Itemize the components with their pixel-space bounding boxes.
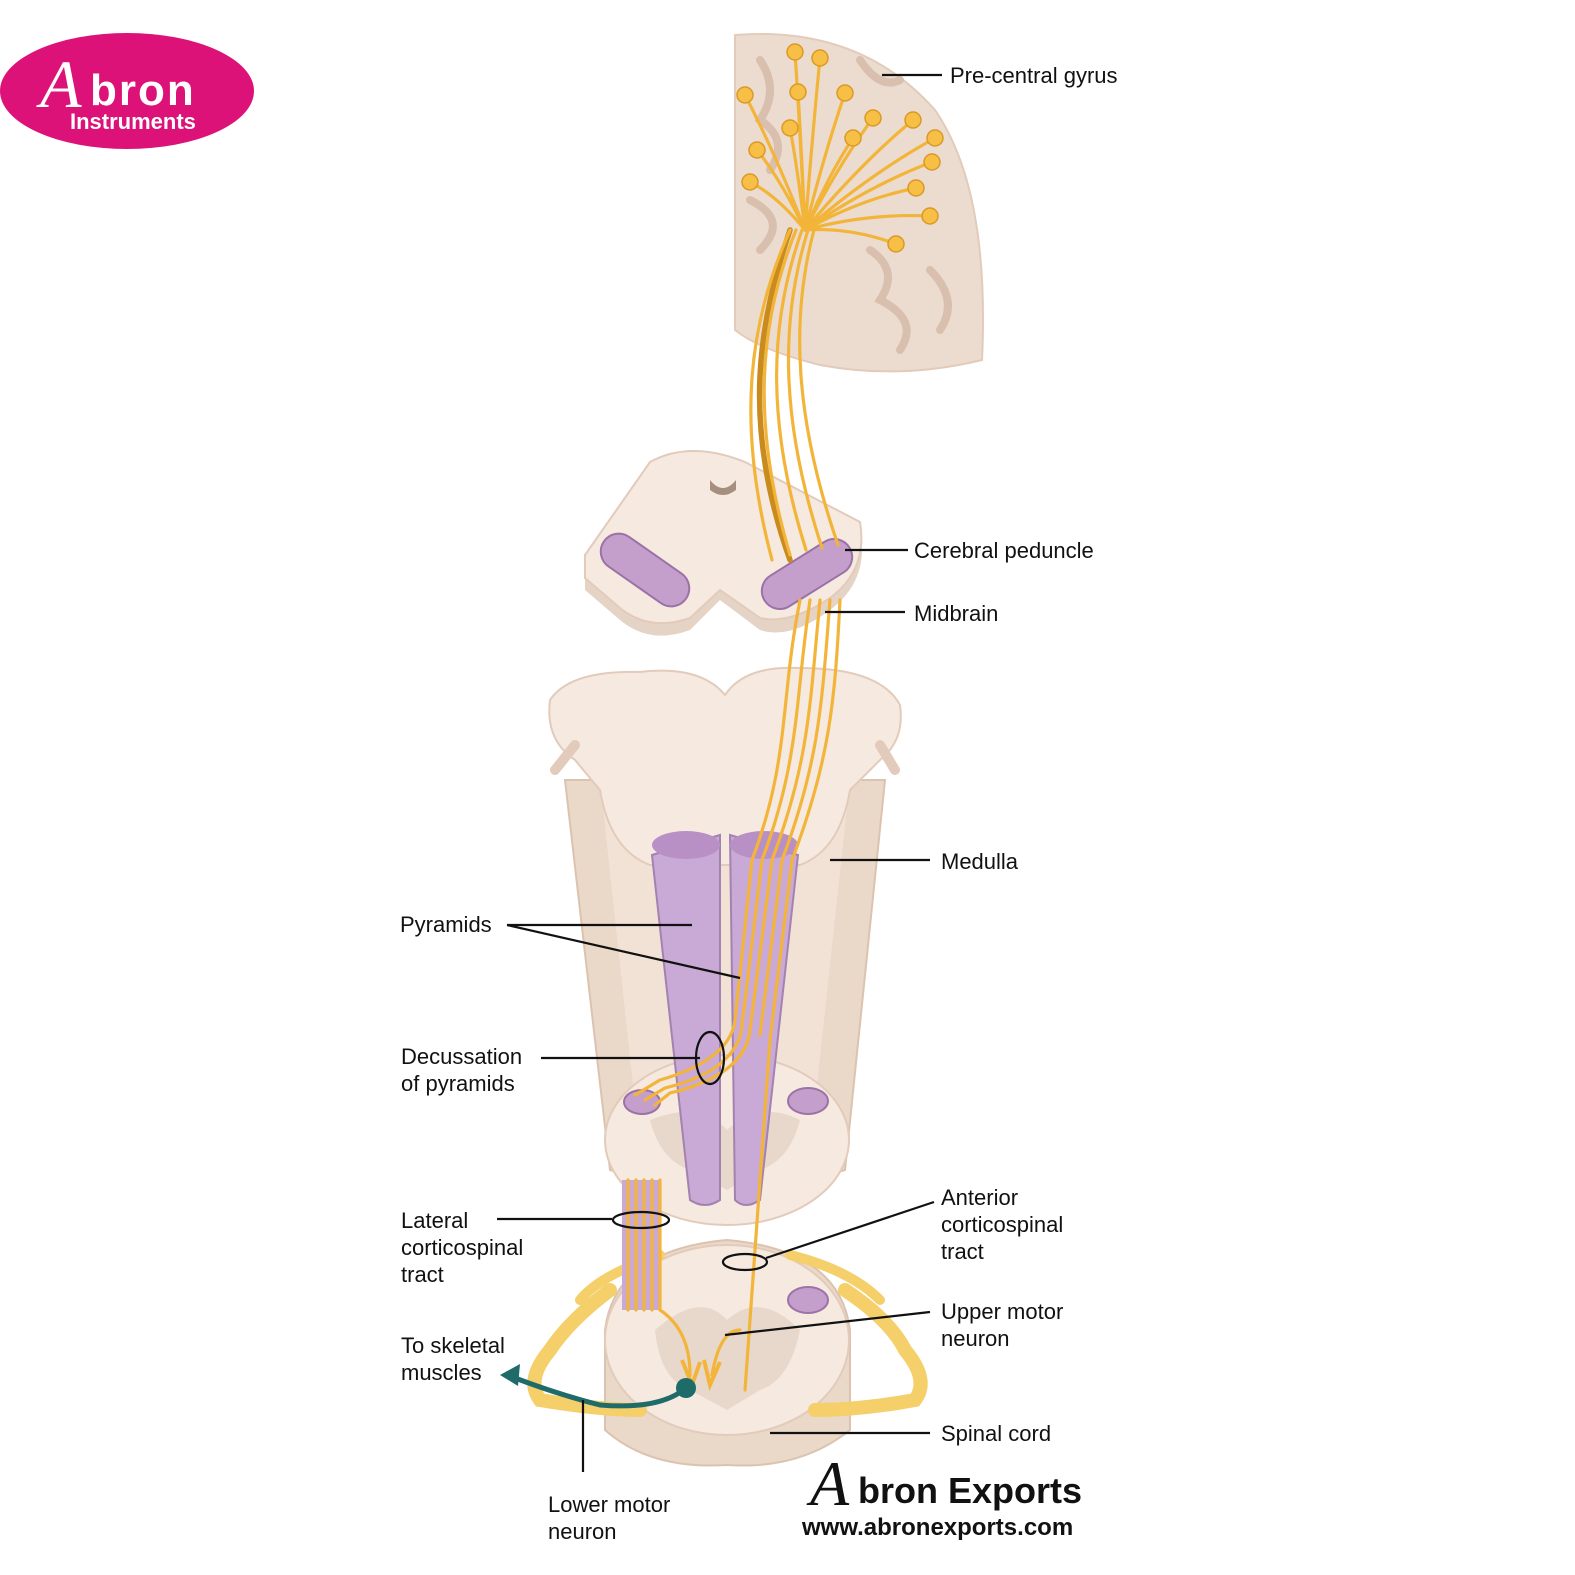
label-lateral-3: tract (401, 1262, 444, 1287)
dendrite (743, 93, 807, 232)
lower-motor-neuron (500, 1364, 696, 1409)
precentral-gyrus-cortex (734, 32, 985, 373)
label-midbrain: Midbrain (914, 601, 998, 626)
neuron-cell-body (741, 173, 759, 191)
dendrite (803, 160, 934, 232)
abron-exports-logo: A bron Exports www.abronexports.com (801, 1448, 1082, 1541)
dendrite (803, 186, 918, 232)
dendrite (788, 126, 807, 232)
neuron-cell-body (736, 86, 754, 104)
dendrite (803, 91, 847, 232)
label-spinal-cord: Spinal cord (941, 1421, 1051, 1446)
label-precentral-gyrus: Pre-central gyrus (950, 63, 1118, 88)
footer-logo-url: www.abronexports.com (801, 1514, 1073, 1541)
label-skeletal-2: muscles (401, 1360, 482, 1385)
dendrite (803, 136, 937, 232)
neuron-cell-body (923, 153, 941, 171)
leader-lines (497, 73, 942, 1472)
logo-name: bron (90, 66, 196, 115)
label-skeletal-1: To skeletal (401, 1333, 505, 1358)
neuron-cell-body (844, 129, 862, 147)
footer-logo-name: bron Exports (858, 1470, 1082, 1511)
neuron-cell-body (921, 207, 939, 225)
neuron-cell-body (926, 129, 944, 147)
label-decussation-2: of pyramids (401, 1071, 515, 1096)
label-lateral-1: Lateral (401, 1208, 468, 1233)
label-pyramids: Pyramids (400, 912, 492, 937)
neuron-cell-body (748, 141, 766, 159)
neuron-cell-body (789, 83, 807, 101)
neuron-cell-body (887, 235, 905, 253)
label-cerebral-peduncle: Cerebral peduncle (914, 538, 1094, 563)
label-decussation-1: Decussation (401, 1044, 522, 1069)
logo-initial: A (36, 46, 82, 122)
neuron-cell-body (907, 179, 925, 197)
spinal-cord-section (527, 1238, 928, 1467)
upper-motor-neuron-axons (611, 43, 944, 1392)
label-lower-1: Lower motor (548, 1492, 670, 1517)
dendrite (803, 136, 855, 232)
label-lateral-2: corticospinal (401, 1235, 523, 1260)
logo-subtitle: Instruments (70, 109, 196, 134)
neuron-cell-body (836, 84, 854, 102)
label-upper-1: Upper motor (941, 1299, 1063, 1324)
neuron-cell-body (786, 43, 804, 61)
label-anterior-2: corticospinal (941, 1212, 1063, 1237)
dendrite (803, 56, 822, 232)
abron-instruments-logo: A bron Instruments (0, 33, 254, 149)
label-medulla: Medulla (941, 849, 1019, 874)
neuron-cell-body (864, 109, 882, 127)
footer-logo-initial: A (806, 1448, 850, 1519)
label-anterior-1: Anterior (941, 1185, 1018, 1210)
label-lower-2: neuron (548, 1519, 617, 1544)
neuron-cell-body (811, 49, 829, 67)
label-upper-2: neuron (941, 1326, 1010, 1351)
neuron-cell-body (904, 111, 922, 129)
neuron-cell-body (781, 119, 799, 137)
dendrite (803, 213, 932, 232)
label-anterior-3: tract (941, 1239, 984, 1264)
dendrite (803, 118, 915, 232)
